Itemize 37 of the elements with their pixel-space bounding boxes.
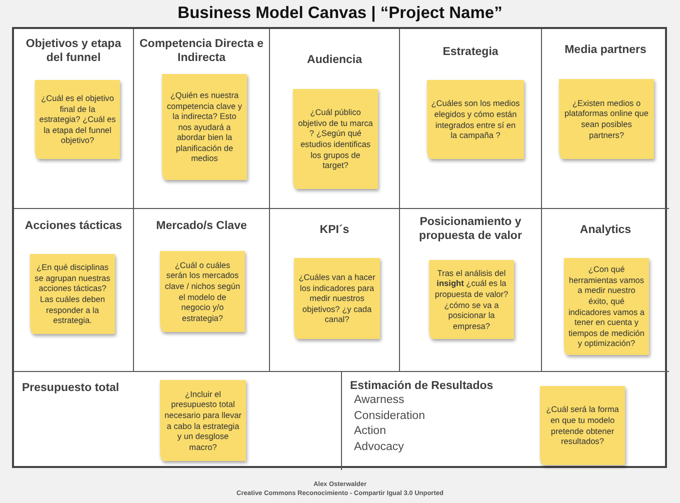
cell-heading: Posicionamiento y propuesta de valor — [418, 215, 523, 243]
sticky-note: ¿Cuál es el objetivo final de la estrategia? ¿Cuál es la etapa del funnel objetivo? — [35, 80, 120, 159]
cell-heading: Competencia Directa e Indirecta — [138, 37, 264, 65]
list-item: Consideration — [354, 410, 425, 422]
list-item: Advocacy — [354, 440, 404, 454]
canvas-cell — [270, 209, 400, 372]
cell-heading: KPI´s — [318, 223, 350, 237]
canvas-cell — [134, 29, 270, 209]
canvas-cell — [400, 29, 542, 209]
list-item: Awarness — [354, 394, 404, 407]
canvas-cell — [134, 209, 270, 372]
sticky-note: Tras el análisis del insight ¿cuál es la propuesta de valor? ¿cómo se va a posicionar la empresa? — [429, 260, 514, 339]
list-item: Action — [354, 425, 386, 438]
canvas-cell — [270, 29, 400, 209]
sticky-note: ¿Quién es nuestra competencia clave y la indirecta? Esto nos ayudará a abordar bien la planificación de medios — [162, 74, 247, 180]
sticky-note: ¿En qué disciplinas se agrupan nuestras acciones tácticas? Las cuáles deben responder a la estrategia. — [30, 254, 115, 334]
sticky-note: ¿Con qué herramientas vamos a medir nuestro éxito, qué indicadores vamos a tener en cuenta y tiempos de medición y optimización? — [564, 258, 649, 355]
canvas-cell — [400, 209, 542, 372]
canvas-cell — [14, 29, 134, 209]
sticky-note: ¿Cuáles van a hacer los indicadores para medir nuestros objetivos? ¿y cada canal? — [294, 258, 380, 339]
cell-heading: Media partners — [564, 43, 648, 57]
sticky-note: ¿Cuál será la forma en que tu modelo pretende obtener resultados? — [540, 386, 625, 465]
cell-heading: Presupuesto total — [22, 381, 120, 395]
sticky-note: ¿Incluir el presupuesto total necesario para llevar a cabo la estrategia y un desglose macro? — [160, 380, 246, 461]
cell-heading: Estrategia — [442, 45, 500, 59]
sticky-note: ¿Cuál público objetivo de tu marca ? ¿Según qué estudios identificas los grupos de target? — [293, 89, 378, 189]
cell-heading: Objetivos y etapa del funnel — [24, 37, 122, 65]
canvas-cell — [14, 209, 134, 372]
cell-heading: Mercado/s Clave — [155, 219, 248, 233]
sticky-note: ¿Existen medios o plataformas online que sean posibles partners? — [559, 79, 654, 159]
cell-heading: Analytics — [578, 223, 632, 237]
title: Business Model Canvas | “Project Name” — [176, 4, 504, 23]
sticky-note: ¿Cuáles son los medios elegidos y cómo están integrados entre sí en la campaña ? — [427, 80, 524, 159]
cell-heading: Acciones tácticas — [24, 219, 124, 233]
sticky-note: ¿Cuál o cuáles serán los mercados clave / nichos según el modelo de negocio y/o estrategia? — [160, 251, 245, 332]
cell-heading: Estimación de Resultados — [350, 379, 494, 393]
cell-heading: Audiencia — [306, 53, 363, 67]
